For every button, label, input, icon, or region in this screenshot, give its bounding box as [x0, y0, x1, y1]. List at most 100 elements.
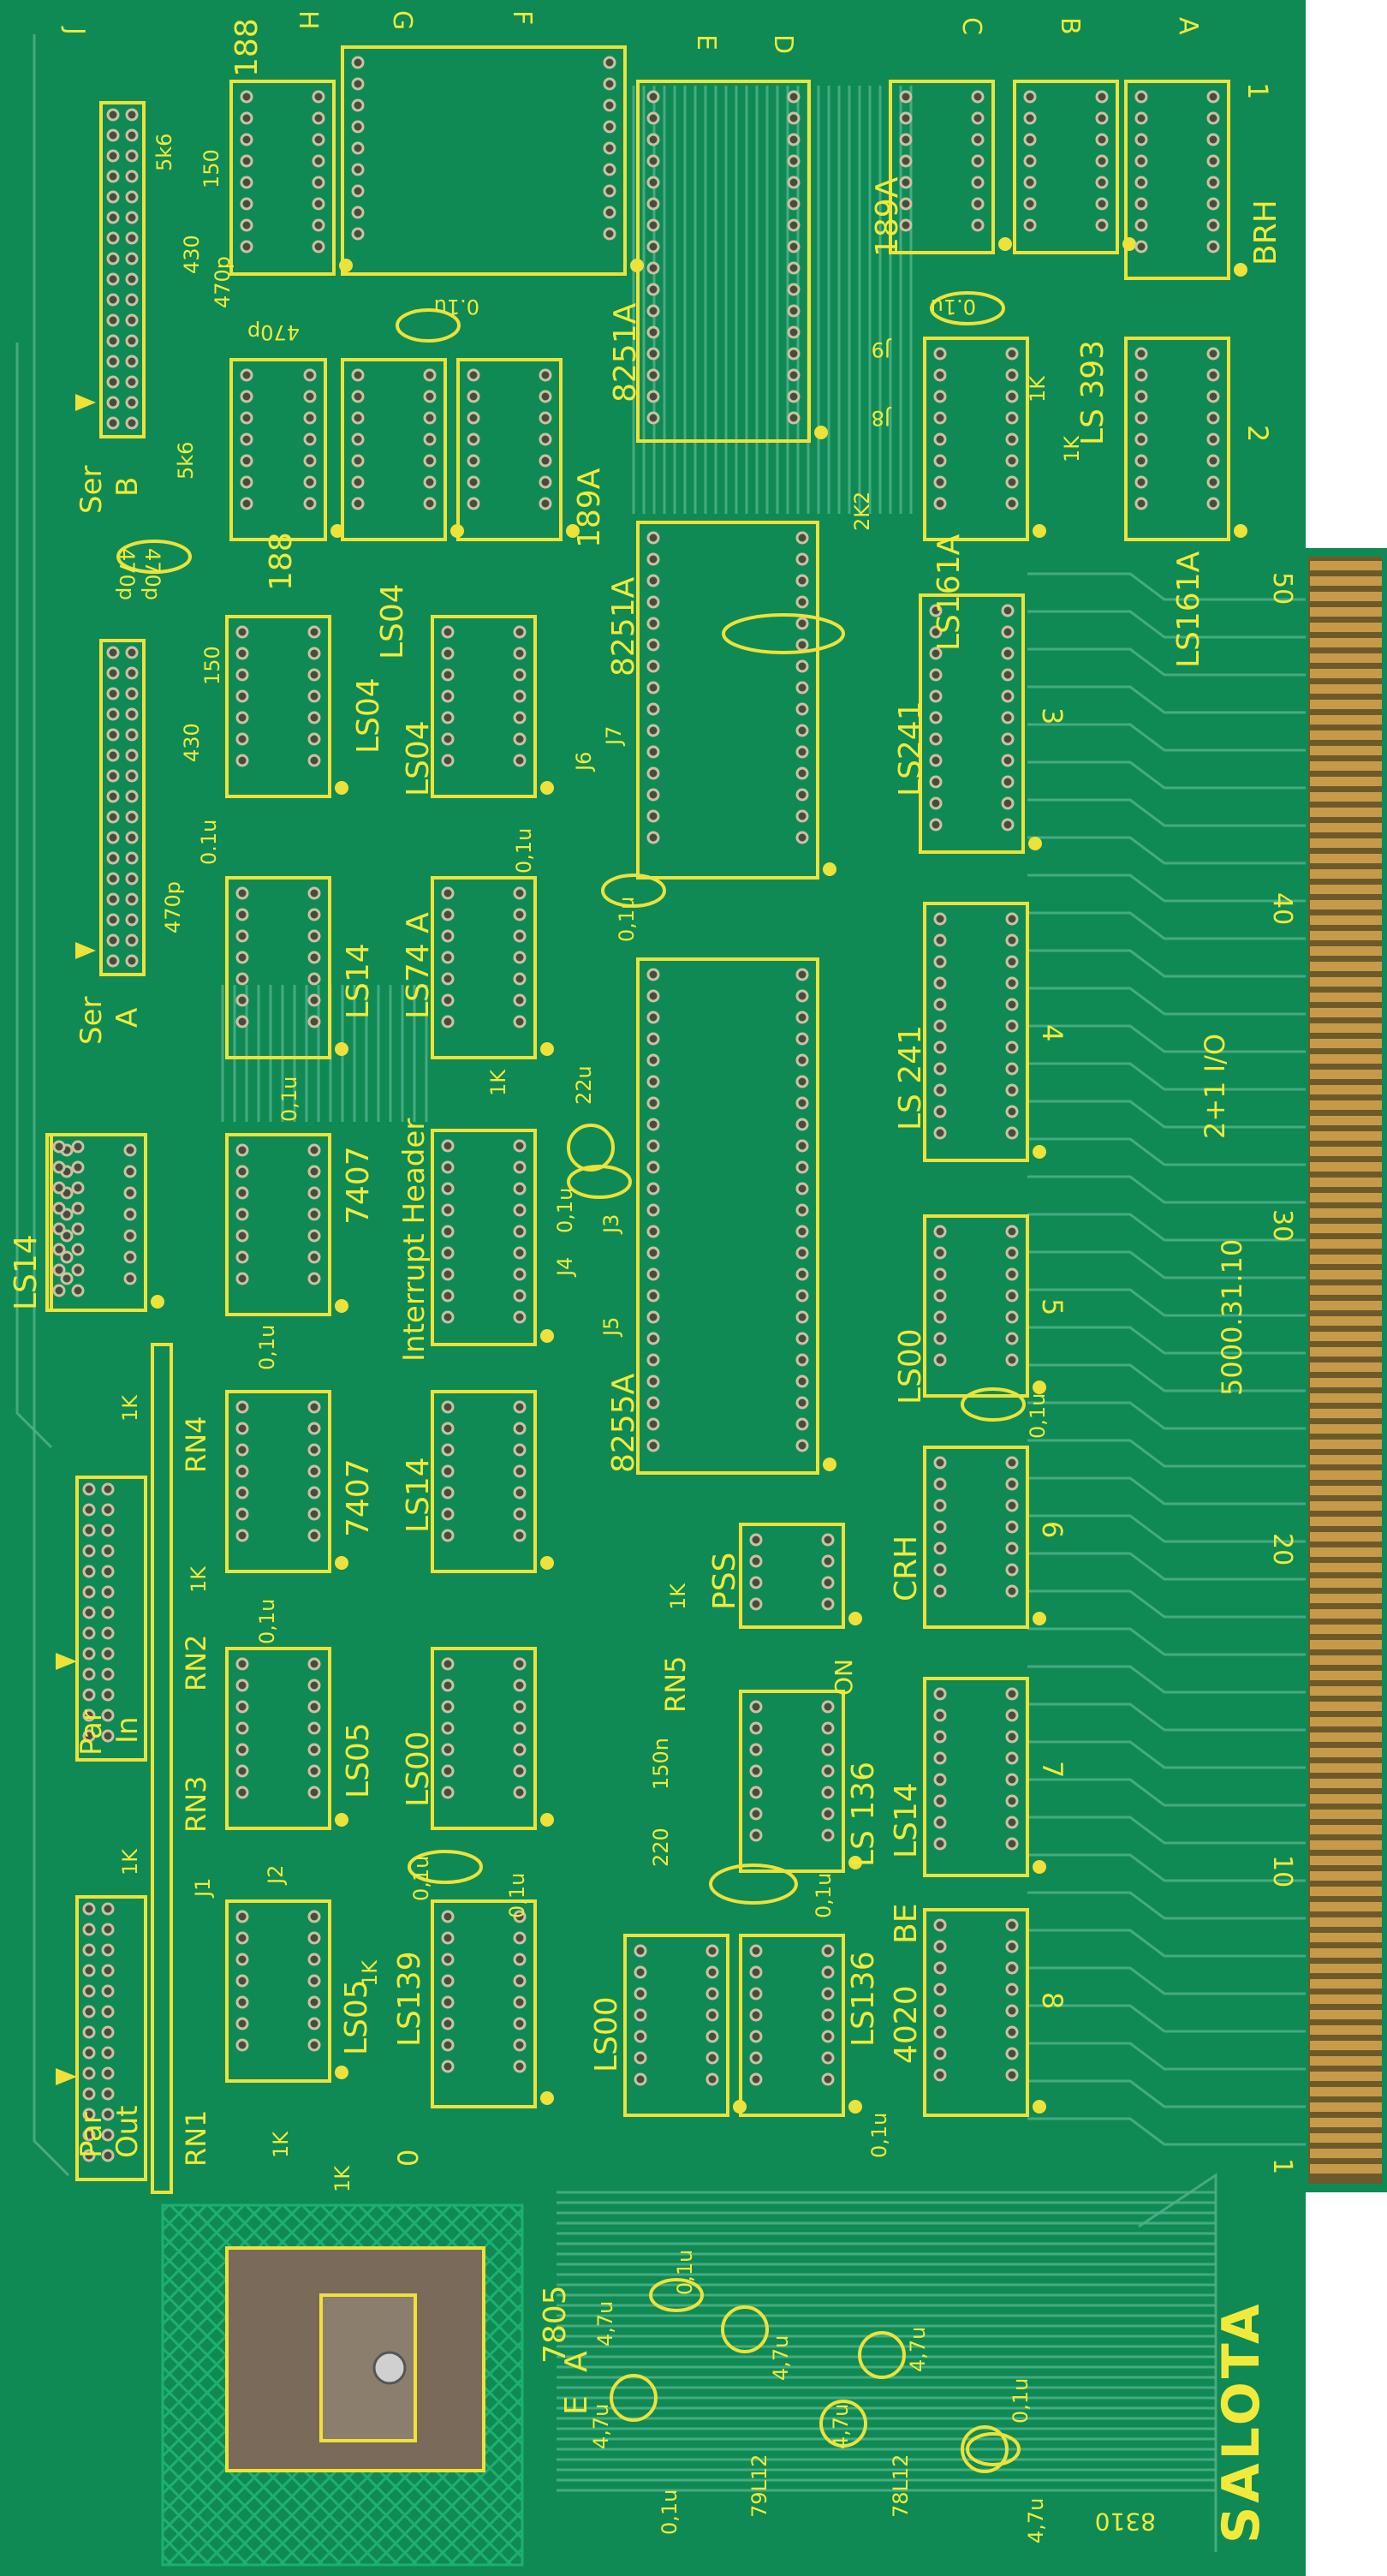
pin-hole: [513, 1679, 527, 1692]
edge-finger: [1310, 1316, 1382, 1326]
pin-hole: [307, 1764, 321, 1778]
chip-label: LS136: [846, 1951, 881, 2047]
edge-finger: [1310, 1363, 1382, 1372]
pin-hole: [1005, 1794, 1019, 1808]
pin-hole: [513, 1743, 527, 1756]
pin-hole: [646, 1289, 660, 1303]
ic-outline: [225, 876, 348, 1059]
regulator-a-label: A: [559, 2351, 594, 2372]
pin-hole: [307, 625, 321, 639]
edge-finger: [1310, 1640, 1382, 1649]
edge-finger: [1310, 1208, 1382, 1218]
pin-hole: [351, 77, 365, 91]
value-label: 430: [180, 723, 204, 762]
pin-hole: [1023, 218, 1037, 232]
pin-hole: [787, 390, 801, 403]
value-label: 150n: [649, 1738, 673, 1790]
value-label: 1K: [118, 1848, 142, 1875]
pin-hole: [123, 1272, 137, 1285]
pin-hole: [235, 647, 249, 660]
edge-finger: [1310, 1825, 1382, 1834]
capacitor-outline: [408, 1850, 483, 1884]
trace: [1027, 723, 1306, 752]
trace: [1027, 949, 1306, 978]
edge-finger: [1310, 792, 1382, 802]
pin-hole: [795, 989, 809, 1003]
pin-hole: [1134, 154, 1148, 168]
pin-hole: [929, 689, 943, 703]
chip-label: LS14: [401, 1457, 436, 1533]
value-label: 0,1u: [512, 828, 536, 874]
pin-hole: [634, 2072, 647, 2086]
edge-pin-number: 10: [1267, 1855, 1297, 1887]
edge-finger: [1310, 1933, 1382, 1942]
ic-outline: [431, 1899, 554, 2108]
pin-hole: [123, 1165, 137, 1178]
pin-hole: [795, 1332, 809, 1345]
pin-hole: [933, 1837, 947, 1851]
pin-hole: [646, 1374, 660, 1388]
pin-hole: [821, 1807, 835, 1821]
pin-hole: [312, 111, 325, 125]
pin-hole: [441, 1422, 455, 1435]
pin-hole: [933, 1940, 947, 1953]
edge-pin-number: 1: [1267, 2158, 1297, 2174]
pin-hole: [235, 1443, 249, 1457]
pin-hole: [513, 1464, 527, 1478]
pin-hole: [1005, 1563, 1019, 1577]
pin-hole: [307, 732, 321, 746]
edge-pin-numbers: 50 40 30 20 10 1: [1267, 572, 1297, 2174]
jumper-label: J3: [599, 1214, 623, 1235]
pin-hole: [539, 368, 552, 382]
pin-hole: [971, 90, 985, 104]
edge-finger: [1310, 2072, 1382, 2081]
value-label: 1K: [118, 1394, 142, 1422]
pin-hole: [646, 788, 660, 802]
pin-hole: [821, 1700, 835, 1714]
pin-hole: [1005, 1584, 1019, 1598]
pin-hole: [821, 1533, 835, 1547]
pin1-dot: [1028, 837, 1042, 850]
pin-hole: [441, 1225, 455, 1238]
trace: [1027, 2004, 1306, 2033]
pin-hole: [60, 1272, 74, 1285]
pin-hole: [513, 625, 527, 639]
column-letter: C: [956, 17, 986, 35]
edge-finger: [1310, 854, 1382, 863]
value-label: 0,1u: [1009, 2378, 1033, 2424]
chip-label: 7407: [341, 1458, 376, 1537]
pin-hole: [235, 993, 249, 1007]
edge-finger: [1310, 1995, 1382, 2004]
edge-finger: [1310, 1563, 1382, 1572]
pin-hole: [603, 141, 616, 155]
edge-finger: [1310, 1424, 1382, 1434]
pin-hole: [351, 98, 365, 112]
pin-hole: [513, 972, 527, 986]
pin-hole: [423, 411, 437, 425]
pin-hole: [646, 1417, 660, 1431]
pin-hole: [441, 1507, 455, 1521]
pin-hole: [467, 454, 480, 468]
trace: [1027, 2042, 1306, 2071]
pin-hole: [795, 1396, 809, 1410]
pin-hole: [467, 475, 480, 489]
pin-hole: [749, 2051, 763, 2065]
edge-finger: [1310, 561, 1382, 570]
trace: [1027, 1816, 1306, 1845]
edge-pin-number: 40: [1267, 892, 1297, 925]
pin-hole: [787, 90, 801, 104]
pin-hole: [303, 475, 317, 489]
pin-hole: [307, 1529, 321, 1542]
pin-hole: [513, 1310, 527, 1324]
ic-outline: [923, 1214, 1046, 1398]
regulator-label: 79L12: [747, 2454, 771, 2518]
pin-hole: [235, 1165, 249, 1178]
pin-hole: [646, 1310, 660, 1324]
chip-label: 189A: [870, 176, 905, 257]
pin-hole: [933, 411, 947, 425]
pin-hole: [646, 197, 660, 211]
edge-finger: [1310, 1779, 1382, 1788]
pin-hole: [1206, 454, 1220, 468]
pin-hole: [307, 1786, 321, 1799]
value-label: 0,1u: [505, 1873, 529, 1918]
